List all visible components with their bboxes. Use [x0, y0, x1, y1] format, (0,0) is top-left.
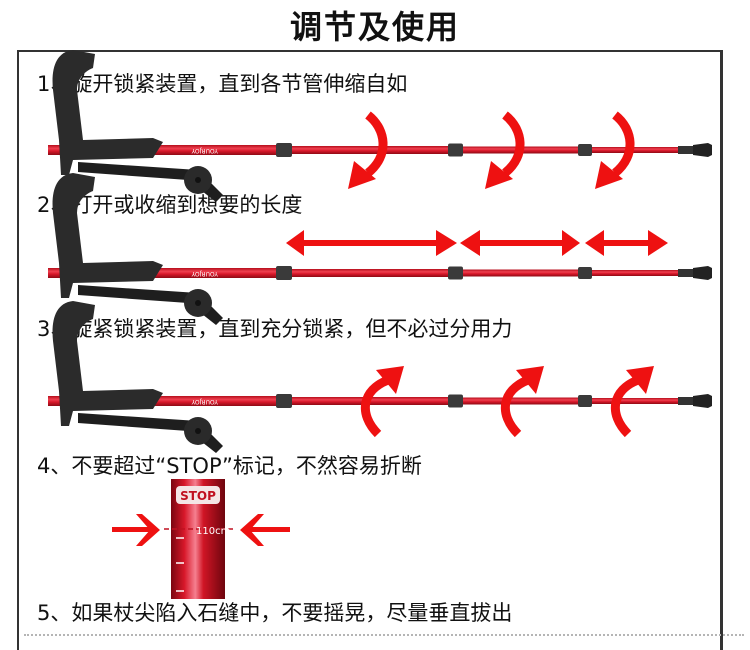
step-text: 打开或收缩到想要的长度 — [71, 193, 303, 217]
extend-arrow-icon — [460, 230, 580, 256]
step-4: 4、不要超过“STOP”标记，不然容易折断 — [37, 454, 422, 478]
stop-label: STOP — [180, 489, 216, 503]
step-number: 5、 — [37, 601, 72, 625]
page-title: 调节及使用 — [289, 8, 460, 46]
pole-illustration-2 — [48, 173, 712, 325]
step-number: 4、 — [37, 454, 72, 478]
pointer-arrow-icon — [240, 514, 290, 546]
pointer-arrow-icon — [112, 514, 160, 546]
extend-arrow-icon — [585, 230, 668, 256]
stop-mark-closeup: STOP 110cm — [164, 479, 236, 599]
step-text: 旋开锁紧装置，直到各节管伸缩自如 — [71, 72, 408, 96]
step-text: 不要超过“STOP”标记，不然容易折断 — [71, 454, 422, 478]
dotted-divider — [24, 634, 744, 636]
extend-arrow-icon — [286, 230, 457, 256]
step-5: 5、如果杖尖陷入石缝中，不要摇晃，尽量垂直拔出 — [37, 601, 512, 625]
step-text: 旋紧锁紧装置，直到充分锁紧，但不必过分用力 — [71, 317, 513, 341]
instruction-frame — [17, 50, 723, 650]
step-text: 如果杖尖陷入石缝中，不要摇晃，尽量垂直拔出 — [71, 601, 513, 625]
stop-mark-label: 110cm — [196, 526, 230, 537]
